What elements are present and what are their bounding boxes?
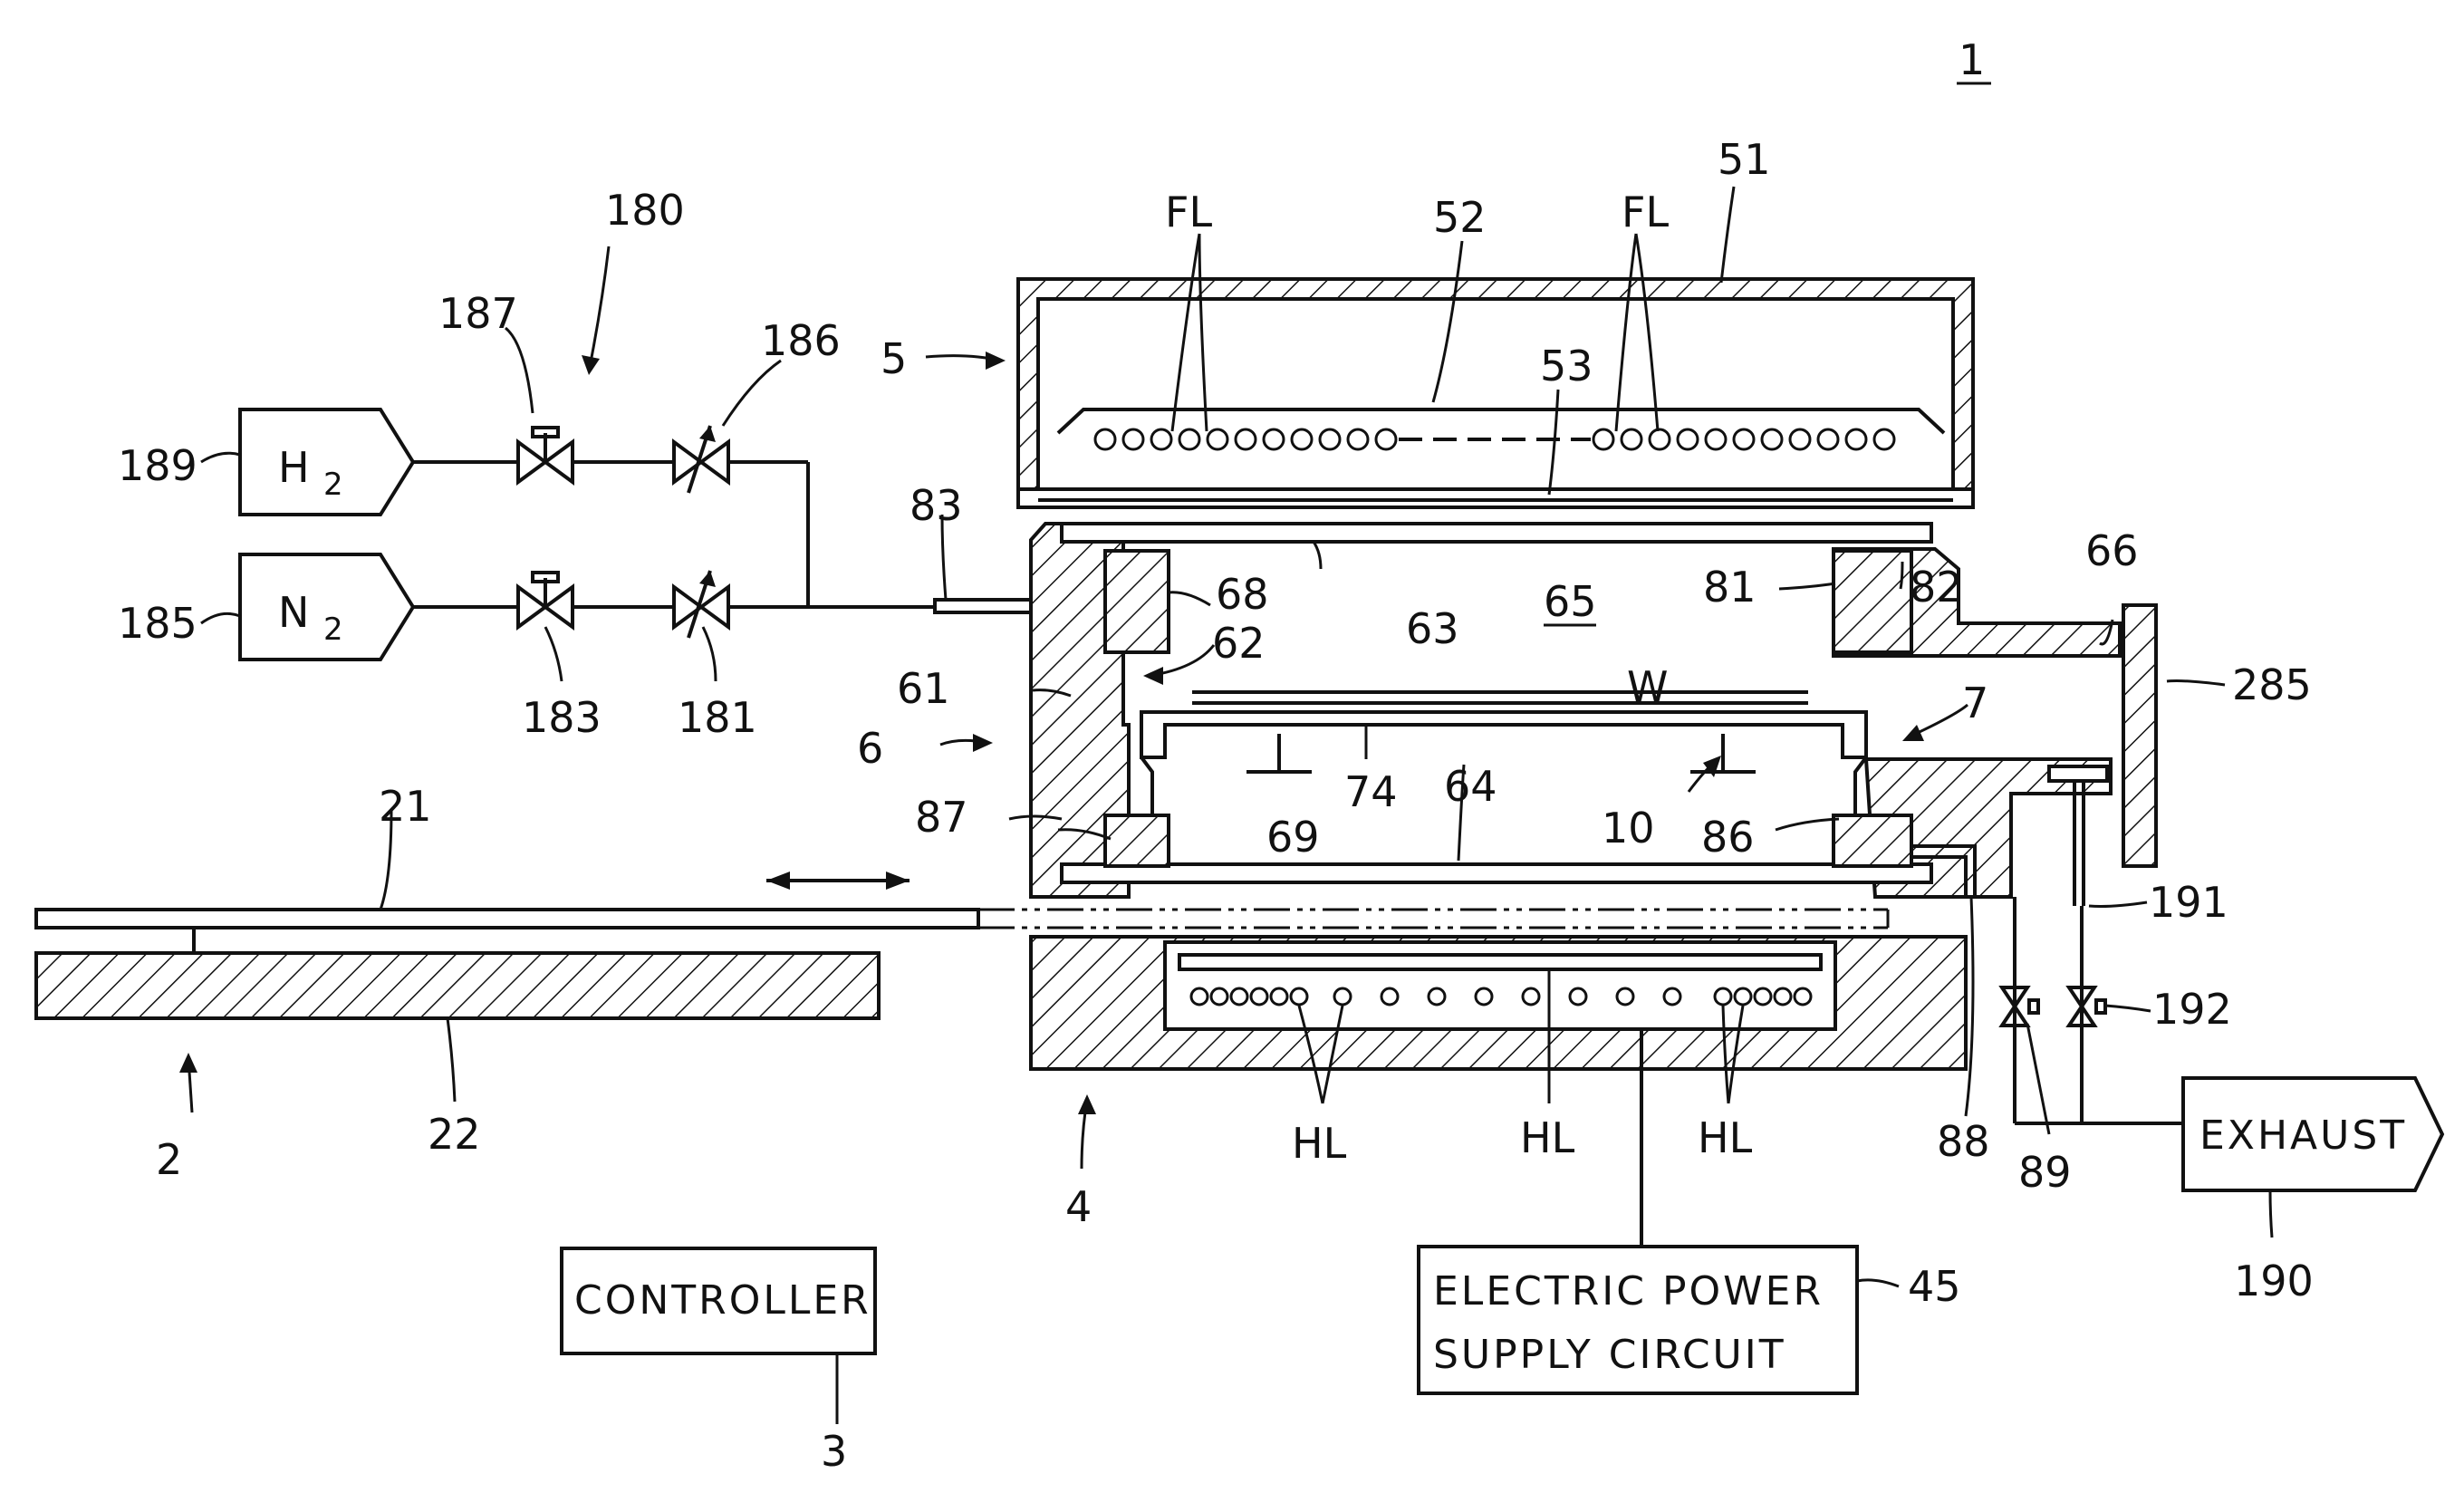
label-68: 68 [1216, 570, 1269, 619]
holding-unit-7 [1141, 712, 1866, 757]
svg-text:H: H [278, 443, 310, 492]
label-83: 83 [910, 481, 963, 530]
label-190: 190 [2234, 1257, 2314, 1305]
label-62: 62 [1212, 619, 1266, 668]
label-52: 52 [1433, 193, 1487, 242]
label-w: W [1627, 662, 1668, 711]
svg-text:SUPPLY CIRCUIT: SUPPLY CIRCUIT [1433, 1332, 1786, 1378]
label-hl-mid: HL [1520, 1113, 1575, 1162]
valve-192 [2069, 987, 2105, 1026]
transfer-arm-21 [36, 910, 978, 928]
flash-heating-unit [1018, 279, 1973, 507]
label-189: 189 [118, 441, 197, 490]
label-51: 51 [1718, 135, 1771, 184]
label-63: 63 [1406, 604, 1459, 653]
h2-gas-source: H 2 [240, 409, 413, 515]
figure-number: 1 [1959, 35, 1985, 84]
n2-gas-source: N 2 [240, 554, 413, 660]
svg-text:N: N [278, 588, 309, 637]
upper-quartz-window [1062, 524, 1931, 542]
label-6: 6 [857, 724, 883, 773]
label-10: 10 [1602, 804, 1655, 852]
transfer-base-22 [36, 953, 879, 1018]
label-89: 89 [2018, 1148, 2072, 1197]
label-22: 22 [428, 1110, 481, 1159]
label-hl-left: HL [1292, 1119, 1347, 1168]
electric-power-supply-circuit: ELECTRIC POWER SUPPLY CIRCUIT [1419, 1247, 1857, 1393]
label-fl-left: FL [1165, 188, 1212, 236]
label-88: 88 [1937, 1117, 1990, 1166]
svg-text:ELECTRIC POWER: ELECTRIC POWER [1433, 1268, 1824, 1315]
label-191: 191 [2149, 878, 2228, 927]
label-86: 86 [1701, 813, 1755, 862]
exhaust-unit: EXHAUST [2183, 1078, 2442, 1190]
svg-text:2: 2 [323, 612, 343, 648]
label-hl-right: HL [1698, 1113, 1753, 1162]
svg-text:2: 2 [323, 467, 343, 503]
label-192: 192 [2152, 985, 2232, 1034]
label-285: 285 [2232, 660, 2312, 709]
svg-text:CONTROLLER: CONTROLLER [574, 1277, 871, 1324]
label-181: 181 [678, 693, 757, 742]
label-65: 65 [1544, 577, 1597, 626]
flash-lamps-left [1095, 429, 1396, 449]
label-87: 87 [915, 793, 968, 842]
lower-quartz-window [1062, 864, 1931, 882]
label-3: 3 [821, 1427, 847, 1476]
label-7: 7 [1962, 679, 1988, 727]
flash-lamps-right [1593, 429, 1894, 449]
label-187: 187 [438, 289, 518, 338]
label-180: 180 [605, 186, 685, 235]
flow-control-valve-186 [674, 426, 728, 493]
label-64: 64 [1444, 762, 1497, 811]
reflection-ring-69 [1105, 815, 1169, 866]
controller: CONTROLLER [562, 1248, 875, 1353]
reflection-ring-86 [1834, 815, 1911, 866]
label-186: 186 [761, 316, 841, 365]
reflection-ring-82 [1834, 551, 1911, 652]
svg-text:EXHAUST: EXHAUST [2199, 1112, 2407, 1159]
reflection-ring-68 [1105, 551, 1169, 652]
label-53: 53 [1540, 342, 1593, 390]
label-183: 183 [522, 693, 602, 742]
flow-control-valve-181 [674, 571, 728, 638]
valve-187 [518, 428, 573, 482]
valve-89 [2002, 987, 2038, 1026]
label-185: 185 [118, 599, 197, 648]
label-45: 45 [1908, 1262, 1961, 1311]
label-74: 74 [1344, 767, 1398, 816]
label-fl-right: FL [1622, 188, 1669, 236]
label-5: 5 [881, 334, 907, 383]
label-81: 81 [1703, 563, 1757, 612]
gate-valve-285 [2123, 605, 2156, 866]
label-82: 82 [1910, 563, 1963, 612]
label-69: 69 [1266, 813, 1320, 862]
label-4: 4 [1065, 1182, 1092, 1231]
valve-183 [518, 573, 573, 627]
label-2: 2 [156, 1135, 182, 1184]
label-21: 21 [379, 782, 432, 831]
label-61: 61 [897, 664, 950, 713]
label-66: 66 [2085, 526, 2139, 575]
